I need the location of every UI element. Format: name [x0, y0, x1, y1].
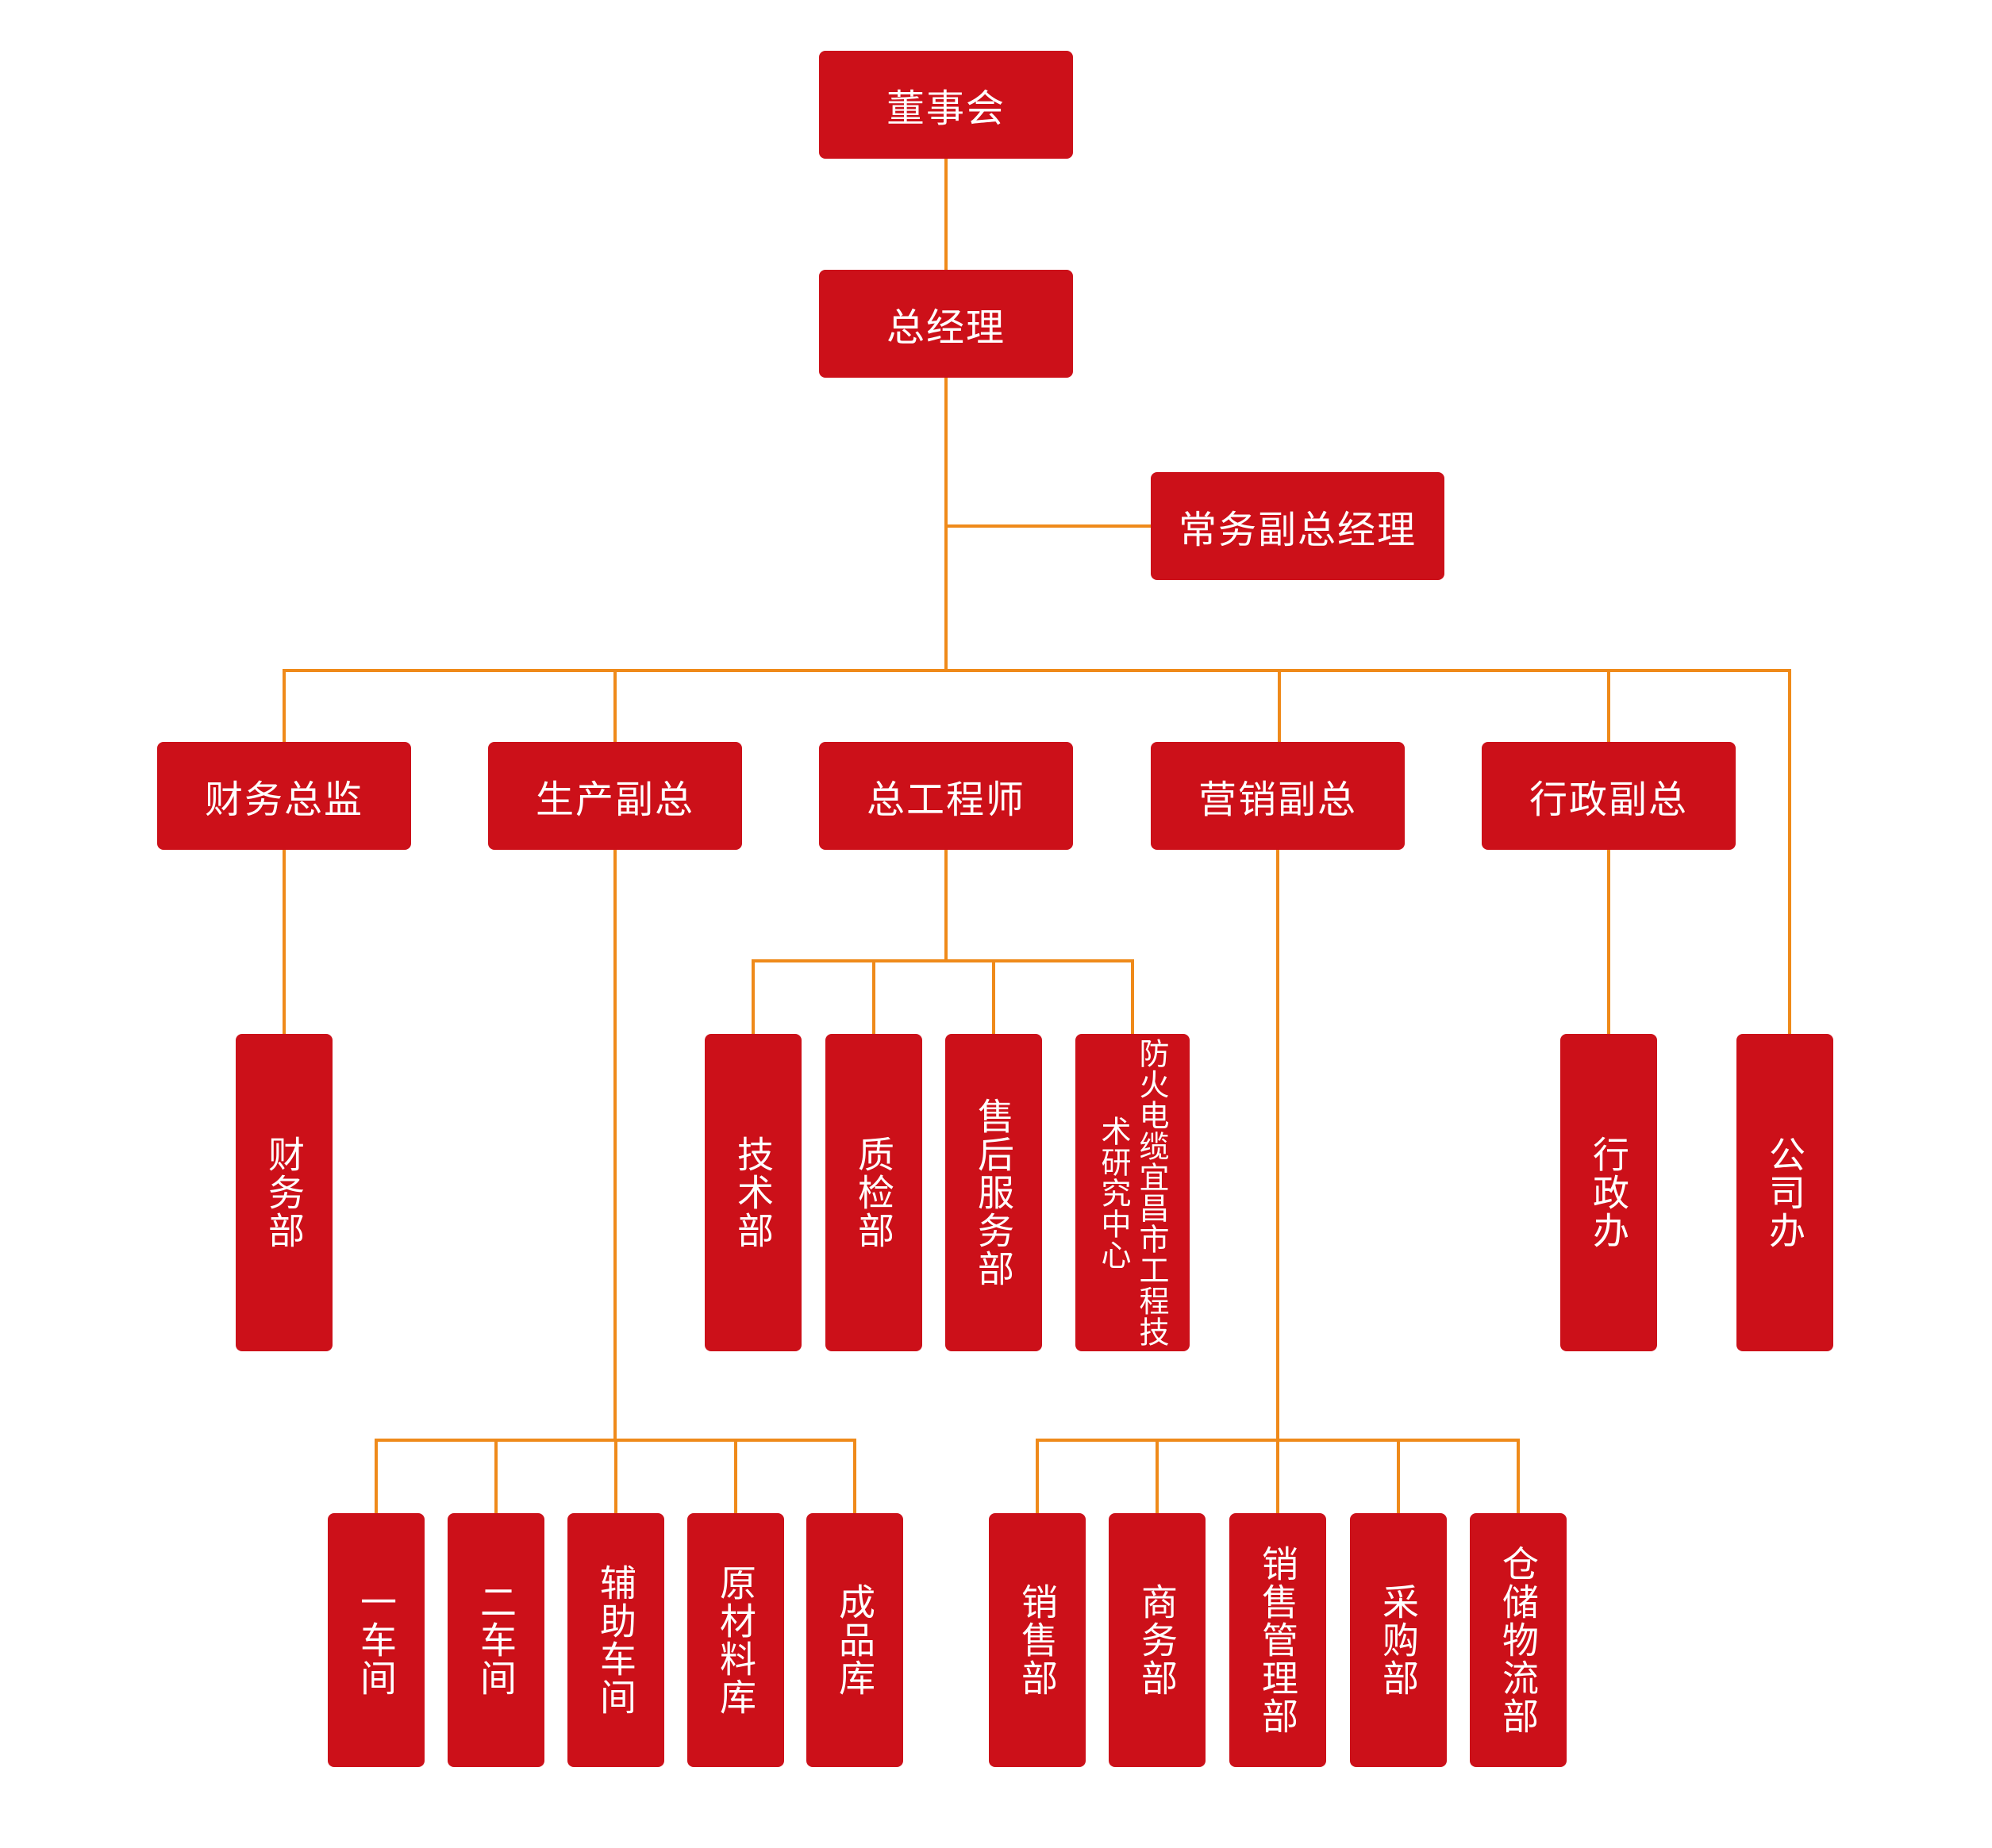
node-aux-workshop: 辅助车间 [567, 1513, 664, 1767]
node-research-center: 防火电缆宜昌市工程技术研究中心 [1075, 1034, 1190, 1351]
node-admin-office: 行政办 [1560, 1034, 1657, 1351]
node-sales-mgmt-dept: 销售管理部 [1229, 1513, 1326, 1767]
node-general-manager: 总经理 [819, 270, 1073, 378]
node-logistics-dept: 仓储物流部 [1470, 1513, 1567, 1767]
node-executive-deputy-gm: 常务副总经理 [1151, 472, 1444, 580]
node-production-vp: 生产副总 [488, 742, 742, 850]
node-product-store: 成品库 [806, 1513, 903, 1767]
node-workshop-1: 一车间 [328, 1513, 425, 1767]
node-board: 董事会 [819, 51, 1073, 159]
node-workshop-2: 二车间 [448, 1513, 544, 1767]
node-business-dept: 商务部 [1109, 1513, 1206, 1767]
node-qc-dept: 质检部 [825, 1034, 922, 1351]
node-cfo: 财务总监 [157, 742, 411, 850]
node-marketing-vp: 营销副总 [1151, 742, 1405, 850]
node-raw-material-store: 原材料库 [687, 1513, 784, 1767]
node-finance-dept: 财务部 [236, 1034, 333, 1351]
node-sales-dept: 销售部 [989, 1513, 1086, 1767]
node-purchase-dept: 采购部 [1350, 1513, 1447, 1767]
node-service-dept: 售后服务部 [945, 1034, 1042, 1351]
node-company-office: 公司办 [1736, 1034, 1833, 1351]
node-tech-dept: 技术部 [705, 1034, 802, 1351]
node-admin-vp: 行政副总 [1482, 742, 1736, 850]
node-chief-engineer: 总工程师 [819, 742, 1073, 850]
